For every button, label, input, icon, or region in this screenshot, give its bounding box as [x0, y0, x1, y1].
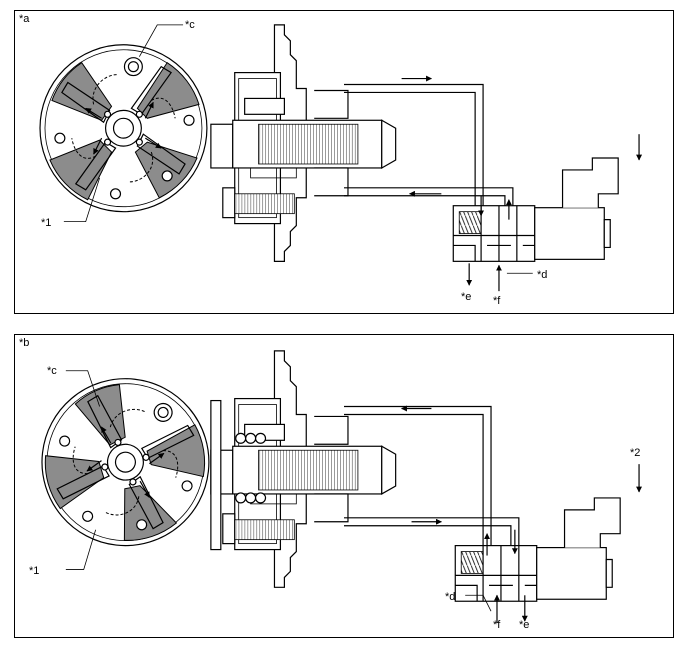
callout-f-a: *f	[493, 295, 501, 307]
callout-d-a: *d	[537, 269, 548, 281]
rotor-assembly-b	[13, 349, 239, 575]
diagram-panel-b: *b *c *1 *2 *d *f *e	[14, 334, 674, 638]
oil-control-valve-b	[454, 497, 621, 602]
callout-e-b: *e	[519, 619, 530, 631]
panel-tag-b: *b	[19, 337, 30, 349]
vvt-diagram-a-svg	[15, 24, 643, 292]
panel-tag-a: *a	[19, 13, 30, 25]
sprocket-section-b	[210, 350, 397, 588]
oil-control-valve-a	[452, 157, 619, 262]
callout-c-a: *c	[185, 19, 195, 31]
callout-f-b: *f	[493, 619, 501, 631]
callout-2-b: *2	[630, 447, 641, 459]
lock-pin-detail-b	[210, 399, 267, 551]
callout-e-a: *e	[461, 291, 472, 303]
callout-1-b: *1	[29, 565, 40, 577]
sprocket-section-a	[210, 24, 397, 262]
vvt-diagram-b-svg	[13, 335, 643, 624]
callout-c-b: *c	[47, 365, 57, 377]
diagram-panel-a: *a *c *1 *d *e *f	[14, 10, 674, 314]
rotor-assembly-a	[40, 45, 207, 212]
callout-1-a: *1	[41, 217, 52, 229]
callout-d-b: *d	[445, 591, 456, 603]
